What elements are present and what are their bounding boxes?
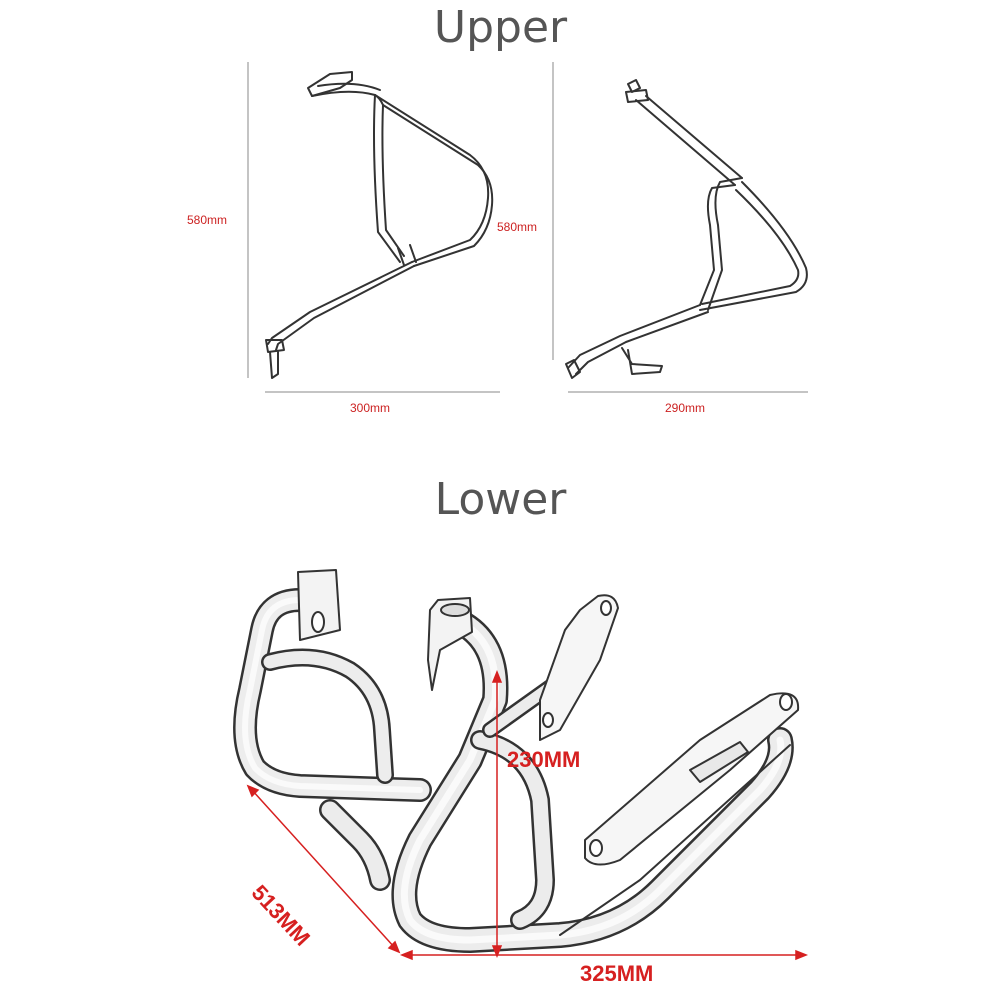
- upper-left-dimension-lines: [247, 62, 500, 393]
- upper-left-height-label: 580mm: [187, 213, 228, 227]
- upper-left-width-label: 300mm: [350, 401, 391, 415]
- lower-height-label: 230MM: [507, 747, 581, 772]
- lower-section-title: Lower: [434, 474, 567, 525]
- lower-crash-bar: [233, 569, 800, 953]
- upper-right-crash-bar: [565, 79, 808, 379]
- lower-dimension-lines: [246, 669, 809, 961]
- upper-right-width-label: 290mm: [665, 401, 706, 415]
- upper-right-height-label: 580mm: [497, 220, 538, 234]
- upper-left-crash-bar: [265, 71, 494, 379]
- upper-section-title: Upper: [433, 2, 568, 53]
- upper-right-dimension-lines: [552, 62, 808, 393]
- lower-width-label: 325MM: [580, 961, 654, 986]
